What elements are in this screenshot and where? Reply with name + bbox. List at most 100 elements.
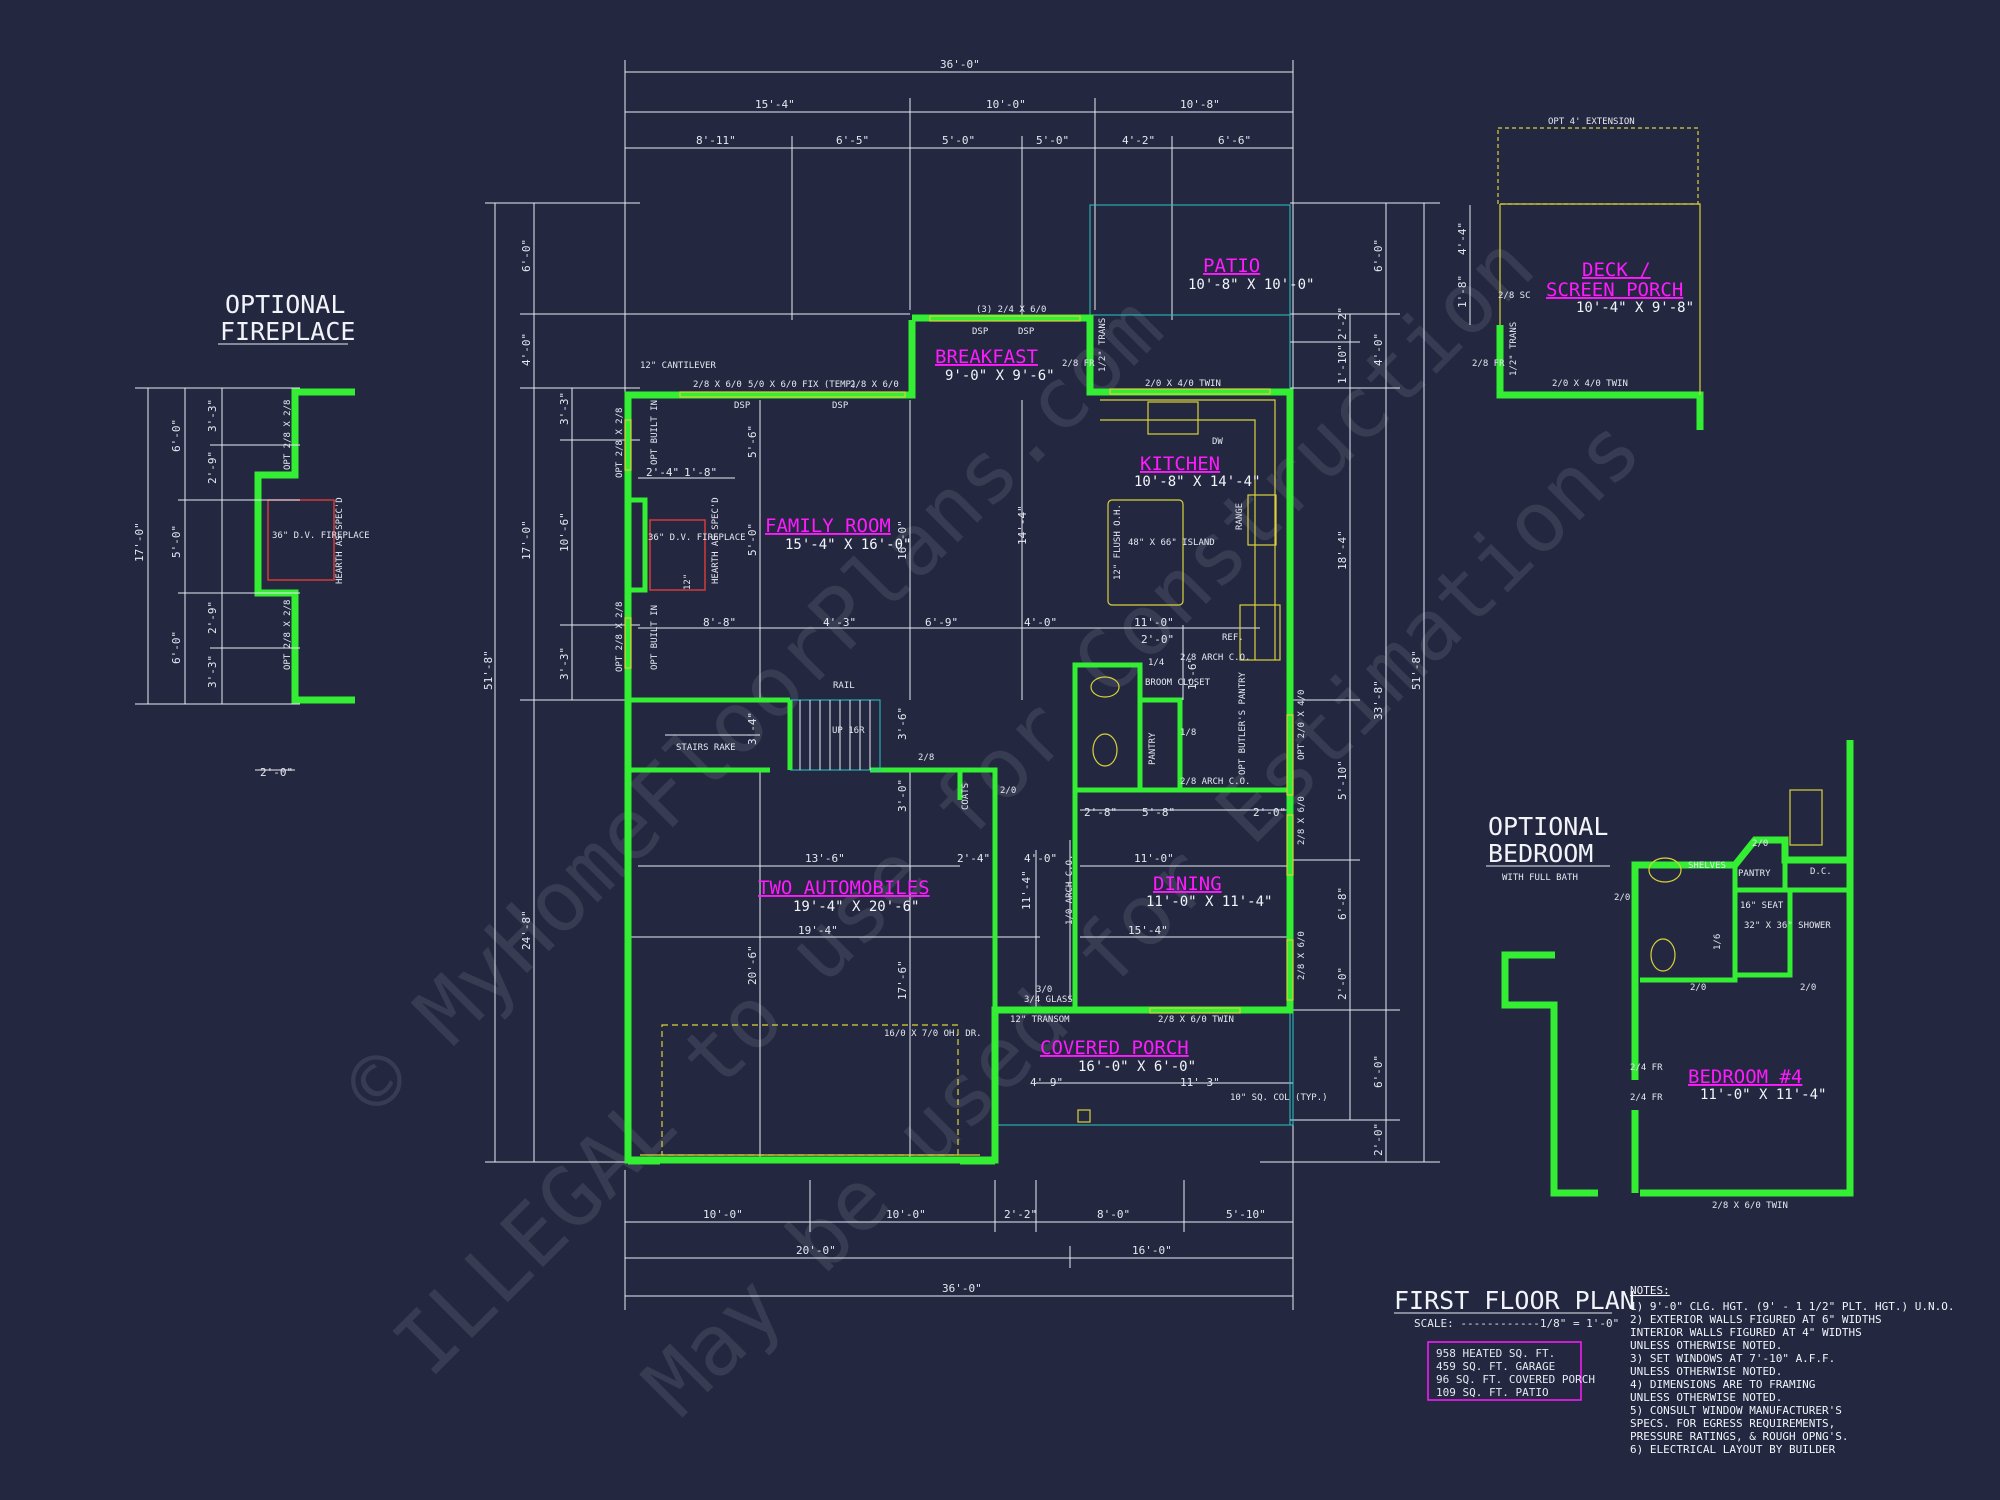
dim-int-20: 5'-8" bbox=[1142, 806, 1175, 819]
br-title-1: OPTIONAL bbox=[1488, 812, 1608, 841]
dim-left-c3-2: 10'-6" bbox=[558, 512, 571, 552]
room-garage-size: 19'-4" X 20'-6" bbox=[793, 899, 919, 915]
bottom-dimensions: 10'-0" 10'-0" 2'-2" 8'-0" 5'-10" 20'-0" … bbox=[624, 1170, 1293, 1310]
plan-title: FIRST FLOOR PLAN bbox=[1394, 1286, 1635, 1315]
dim-left-c2-3: 17'-0" bbox=[520, 520, 533, 560]
room-family-size: 15'-4" X 16'-0" bbox=[785, 537, 911, 553]
note-line-6: UNLESS OTHERWISE NOTED. bbox=[1630, 1365, 1782, 1378]
label-dsp-1: DSP bbox=[972, 327, 989, 337]
room-patio-name: PATIO bbox=[1203, 255, 1260, 277]
dim-left-c2-2: 4'-0" bbox=[520, 333, 533, 366]
top-dimensions: 36'-0" 15'-4" 10'-0" 10'-8" 8'-11" 6'-5"… bbox=[624, 58, 1294, 1310]
dim-left-c3-3: 3'-3" bbox=[558, 647, 571, 680]
dim-right-c2-3: 33'-8" bbox=[1372, 680, 1385, 720]
note-line-9: 5) CONSULT WINDOW MANUFACTURER'S bbox=[1630, 1404, 1842, 1417]
label-hearth: HEARTH AS SPEC'D bbox=[711, 497, 721, 584]
label-rail: RAIL bbox=[833, 681, 855, 691]
dim-int-9: 11'-0" bbox=[1134, 616, 1174, 629]
dim-int-5: 8'-8" bbox=[703, 616, 736, 629]
deck-dim-1: 4'-4" bbox=[1456, 222, 1469, 255]
dim-left-overall: 51'-8" bbox=[482, 650, 495, 690]
dim-top-r3-5: 4'-2" bbox=[1122, 134, 1155, 147]
watermark-line-3: May be used for Estimations bbox=[625, 399, 1660, 1434]
dim-int-15: 13'-6" bbox=[805, 852, 845, 865]
br-label-2-4-fr-b: 2/4 FR bbox=[1630, 1093, 1663, 1103]
br-label-door-2-0d: 2/0 bbox=[1800, 983, 1816, 993]
dim-int-30: 1'-6" bbox=[1186, 657, 1199, 690]
note-line-7: 4) DIMENSIONS ARE TO FRAMING bbox=[1630, 1378, 1815, 1391]
label-glass: 3/4 GLASS bbox=[1024, 995, 1073, 1005]
stair-wall bbox=[628, 700, 995, 800]
area-patio: 109 SQ. FT. PATIO bbox=[1436, 1386, 1549, 1399]
note-line-12: 6) ELECTRICAL LAYOUT BY BUILDER bbox=[1630, 1443, 1836, 1456]
dim-int-4: 5'-0" bbox=[746, 523, 759, 556]
deck-extension-outline bbox=[1497, 127, 1699, 205]
family-fireplace-wall bbox=[625, 480, 648, 593]
label-win-family-2: 2/8 X 6/0 bbox=[850, 380, 899, 390]
label-dsp-2: DSP bbox=[1018, 327, 1035, 337]
note-line-4: UNLESS OTHERWISE NOTED. bbox=[1630, 1339, 1782, 1352]
label-win-family-fix: 5/0 X 6/0 FIX (TEMP) bbox=[748, 380, 856, 390]
dim-right-c3-3: 18'-4" bbox=[1336, 530, 1349, 570]
label-one-four: 1/4 bbox=[1148, 658, 1164, 668]
br-label-pantry: PANTRY bbox=[1738, 869, 1771, 879]
room-dining-name: DINING bbox=[1153, 873, 1222, 895]
dim-right-c3-2: 1'-10" bbox=[1336, 344, 1349, 384]
kitchen-ref bbox=[1239, 604, 1281, 661]
fp-dim-1: 6'-0" bbox=[170, 419, 183, 452]
br-label-2-4-fr-a: 2/4 FR bbox=[1630, 1063, 1663, 1073]
dim-bot-r1-2: 10'-0" bbox=[886, 1208, 926, 1221]
dim-int-29: 2'-0" bbox=[1141, 633, 1174, 646]
room-kitchen-size: 10'-8" X 14'-4" bbox=[1134, 474, 1260, 490]
room-bedroom4-name: BEDROOM #4 bbox=[1688, 1066, 1802, 1088]
fp-dim-5: 3'-3" bbox=[206, 399, 219, 432]
label-dw: DW bbox=[1212, 437, 1223, 447]
dim-int-1: 2'-4" bbox=[646, 466, 679, 479]
watermark: © MyHomeFloorPlans.com ILLEGAL to use fo… bbox=[325, 216, 1660, 1434]
br-label-win: 2/8 X 6/0 TWIN bbox=[1712, 1201, 1788, 1211]
room-patio-size: 10'-8" X 10'-0" bbox=[1188, 277, 1314, 293]
label-opt-win-2: OPT 2/8 X 2/8 bbox=[615, 602, 625, 672]
dim-top-r3-1: 8'-11" bbox=[696, 134, 736, 147]
label-dsp-3: DSP bbox=[734, 401, 751, 411]
br-label-door-2-0c: 2/0 bbox=[1690, 983, 1706, 993]
room-porch-name: COVERED PORCH bbox=[1040, 1037, 1189, 1059]
dim-right-c2-4: 6'-0" bbox=[1372, 1055, 1385, 1088]
label-cantilever: 12" CANTILEVER bbox=[640, 361, 716, 371]
main-windows bbox=[624, 315, 1294, 1014]
fp-dim-2: 5'-0" bbox=[170, 525, 183, 558]
notes-block: NOTES: 1) 9'-0" CLG. HGT. (9' - 1 1/2" P… bbox=[1630, 1284, 1955, 1456]
label-opt-ext: OPT 4' EXTENSION bbox=[1548, 117, 1635, 127]
fp-dim-8: 3'-3" bbox=[206, 655, 219, 688]
note-line-2: 2) EXTERIOR WALLS FIGURED AT 6" WIDTHS bbox=[1630, 1313, 1882, 1326]
label-deck-trans: 1/2" TRANS bbox=[1509, 322, 1519, 376]
fp-dim-6: 2'-9" bbox=[206, 451, 219, 484]
dim-right-c3-6: 2'-0" bbox=[1336, 967, 1349, 1000]
dim-top-r2-1: 15'-4" bbox=[755, 98, 795, 111]
label-pantry: PANTRY bbox=[1148, 732, 1158, 765]
dim-bot-r1-1: 10'-0" bbox=[703, 1208, 743, 1221]
label-deck-sc: 2/8 SC bbox=[1498, 291, 1531, 301]
dim-top-r2-2: 10'-0" bbox=[986, 98, 1026, 111]
dim-right-c3-1: 2'-2" bbox=[1336, 307, 1349, 340]
note-line-8: UNLESS OTHERWISE NOTED. bbox=[1630, 1391, 1782, 1404]
kitchen-island bbox=[1107, 499, 1184, 606]
br-label-shelves: SHELVES bbox=[1688, 861, 1726, 871]
interior-dimension-lines: 2'-4" 1'-8" 5'-6" 5'-0" 8'-8" 4'-3" 6'-9… bbox=[625, 400, 1293, 1160]
fp-title-1: OPTIONAL bbox=[225, 290, 345, 319]
dim-right-c2-5: 2'-0" bbox=[1372, 1123, 1385, 1156]
dim-int-22: 11'-0" bbox=[1134, 852, 1174, 865]
dim-int-28: 11'-3" bbox=[1180, 1076, 1220, 1089]
dim-bot-overall: 36'-0" bbox=[942, 1282, 982, 1295]
dim-int-11: 16'-0" bbox=[896, 520, 909, 560]
family-fireplace bbox=[649, 519, 706, 591]
room-deck-name-2: SCREEN PORCH bbox=[1546, 279, 1683, 301]
note-line-5: 3) SET WINDOWS AT 7'-10" A.F.F. bbox=[1630, 1352, 1835, 1365]
dim-int-12: 3'-4" bbox=[746, 712, 759, 745]
room-labels: PATIO 10'-8" X 10'-0" BREAKFAST 9'-0" X … bbox=[758, 255, 1314, 1075]
room-deck-name-1: DECK / bbox=[1582, 259, 1651, 281]
title-block: FIRST FLOOR PLAN SCALE: ------------1/8"… bbox=[1394, 1286, 1635, 1401]
area-box bbox=[1427, 1341, 1582, 1401]
label-transom-1: 1/2" TRANS bbox=[1098, 318, 1108, 372]
